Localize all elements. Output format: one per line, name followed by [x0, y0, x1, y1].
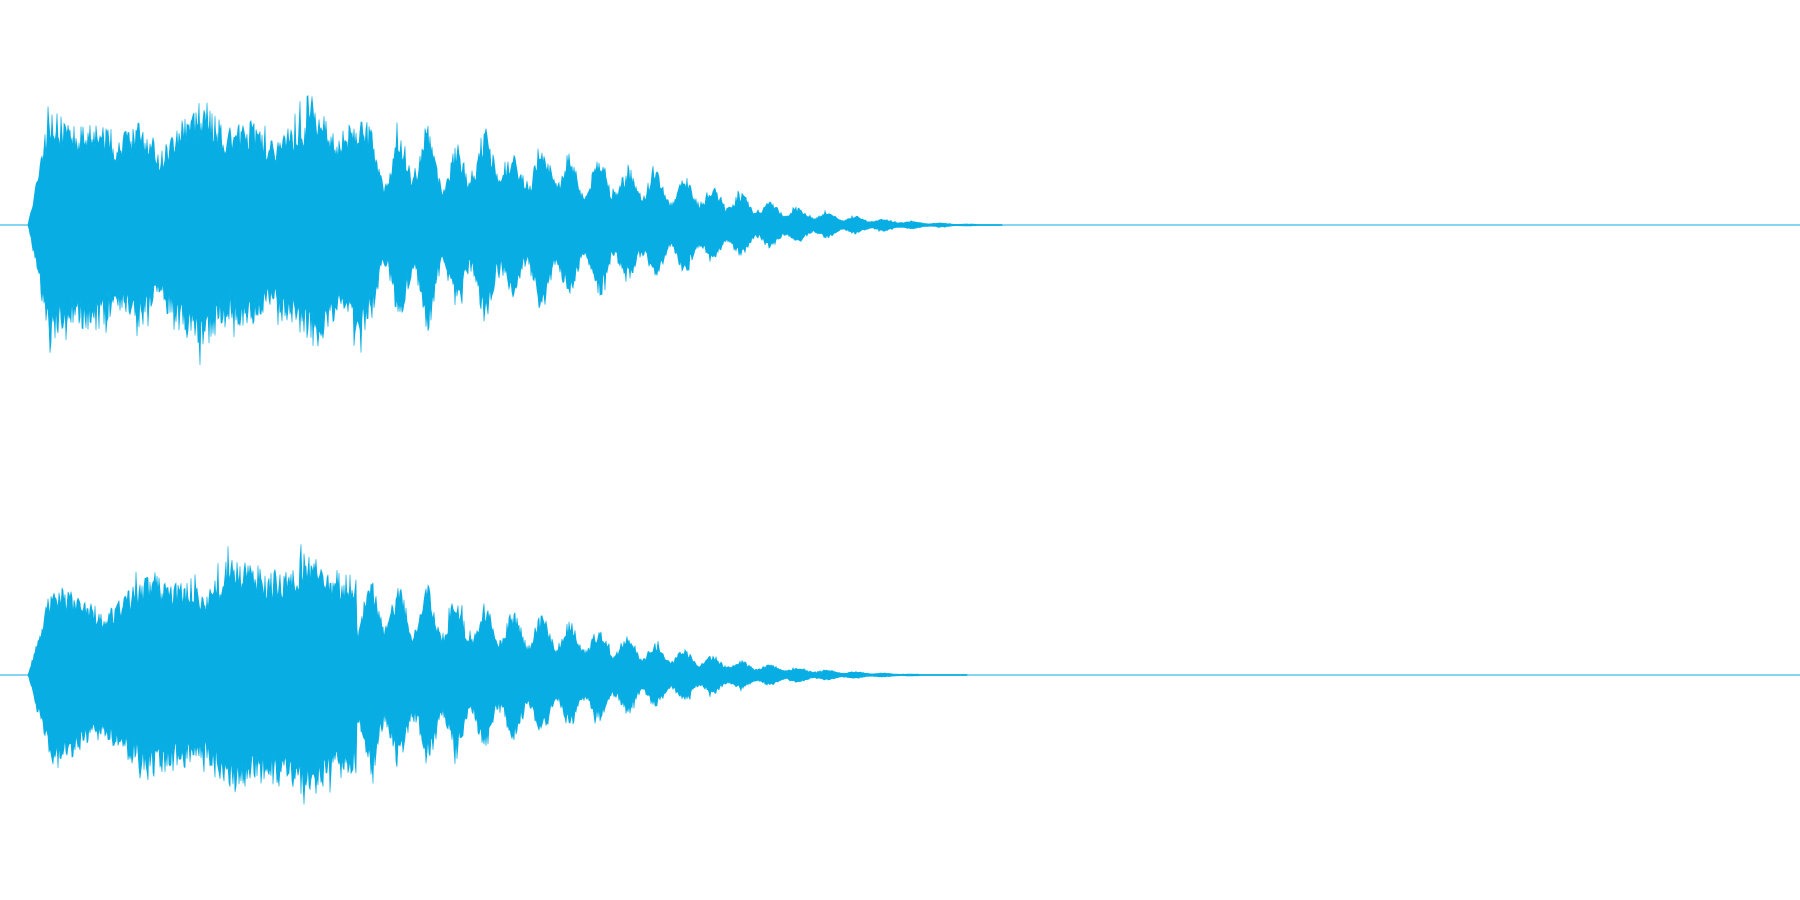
waveform-channel-1-plot: [0, 95, 1800, 366]
waveform-channel-1: [0, 95, 1800, 366]
waveform-signal: [27, 95, 1003, 366]
waveform-channel-2: [0, 450, 1800, 900]
waveform-channel-2-plot: [0, 544, 1800, 805]
waveform-signal: [27, 544, 968, 805]
